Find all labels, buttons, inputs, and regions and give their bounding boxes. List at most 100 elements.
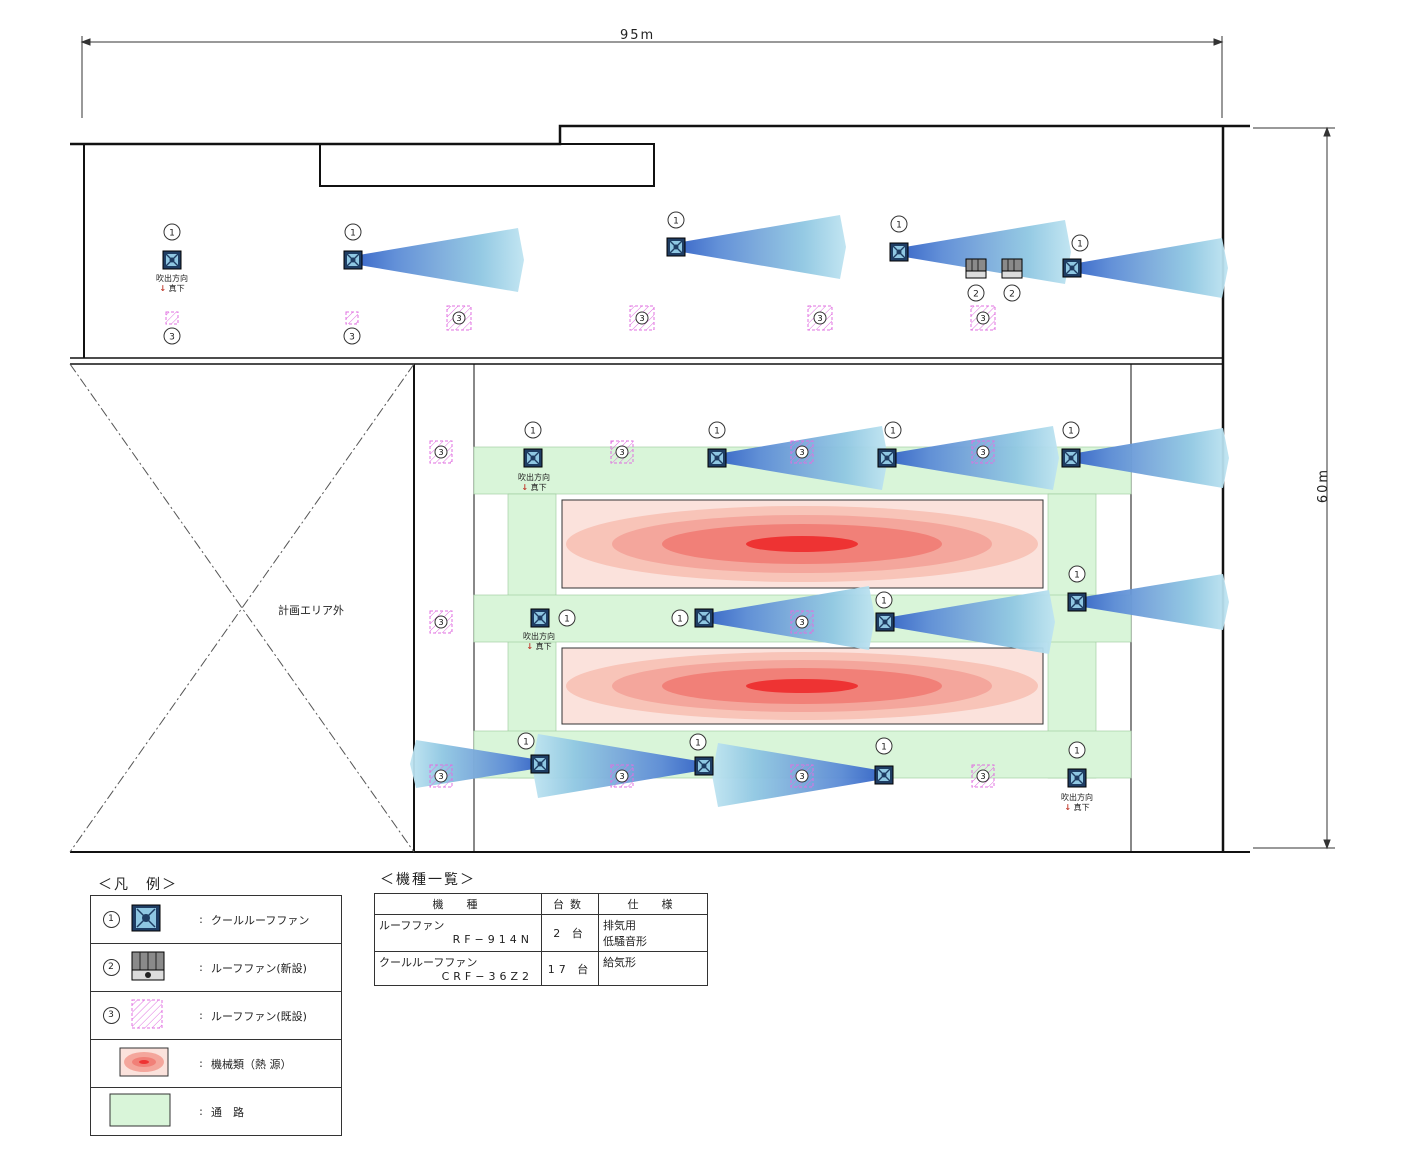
roof-fan-existing: 3 [610,440,634,464]
width-dimension [80,36,1224,118]
blow-direction-note: 吹出方向↓ 真下 [1061,793,1093,812]
svg-text:3: 3 [349,333,355,343]
svg-text:3: 3 [456,314,461,323]
spec-detail: 低騒音形 [603,935,647,948]
roof-fan-existing: 3 [790,764,814,788]
cool-roof-fan [1061,448,1081,468]
fan-number-marker: 1 [344,223,362,241]
svg-text:3: 3 [438,618,443,627]
fan-number-marker: 1 [1068,741,1086,759]
svg-text:3: 3 [438,772,443,781]
spec-detail: 給気形 [603,956,636,969]
spec-header: 台数 [541,893,599,915]
svg-text:1: 1 [881,743,887,753]
svg-text:1: 1 [890,427,896,437]
fan-number-marker: 2 [1003,284,1021,302]
roof-fan-new [1001,258,1023,279]
airflow-cone [885,590,1055,654]
svg-text:3: 3 [817,314,822,323]
fan-number-marker: 1 [875,737,893,755]
svg-text:3: 3 [799,618,804,627]
legend-label: ルーフファン(新設) [211,943,342,992]
svg-text:1: 1 [1074,747,1080,757]
cool-roof-fans: 1 1 1 1 1 1 1 1 1 1 1 1 1 1 1 1 1 [162,211,1089,788]
legend-row: 2 : ルーフファン(新設) [90,943,342,992]
svg-text:1: 1 [1077,240,1083,250]
svg-text:3: 3 [980,772,985,781]
cool-roof-fan [889,242,909,262]
roof-fan-new-icon [131,951,165,981]
cool-roof-fan [694,756,714,776]
svg-text:1: 1 [695,739,701,749]
marker-number: 2 [102,959,120,976]
svg-text:3: 3 [980,314,985,323]
airflow-cone [704,586,875,650]
cool-roof-fan [1067,592,1087,612]
fan-number-marker: 1 [884,421,902,439]
fan-number-marker: 1 [875,591,893,609]
svg-text:1: 1 [714,427,720,437]
passage-icon [109,1093,171,1127]
roof-fan-existing: 3 [429,764,453,788]
svg-text:3: 3 [619,448,624,457]
fan-number-marker: 1 [708,421,726,439]
cool-roof-fan [343,250,363,270]
legend-row: 1 : クールルーフファン [91,896,342,944]
fan-number-marker: 1 [163,223,181,241]
roof-fan-existing: 3 [971,764,995,788]
marker-number: 3 [102,1007,120,1024]
cool-roof-fan [162,250,182,270]
cool-roof-fan [707,448,727,468]
svg-text:3: 3 [639,314,644,323]
roof-fan-existing-icon [131,999,163,1029]
roof-fan-existing: 3 [971,440,995,464]
fan-number-marker: 1 [1071,234,1089,252]
fan-number-marker: 3 [163,327,181,345]
roof-fan-existing: 3 [790,610,814,634]
svg-text:1: 1 [673,217,679,227]
airflow-cone [1071,428,1229,488]
spec-model: RF−914N [452,933,533,946]
cool-roof-fan [666,237,686,257]
fan-number-marker: 1 [671,609,689,627]
heat-source-lower [561,647,1044,725]
spec-type: クールルーフファン [379,956,478,969]
spec-detail: 排気用 [603,919,636,932]
spec-header: 機 種 [374,893,542,915]
svg-text:1: 1 [1068,427,1074,437]
svg-text:3: 3 [169,333,175,343]
legend-row: 3 : ルーフファン(既設) [90,991,342,1040]
roof-fan-existing: 3 [429,440,453,464]
heat-source-icon [119,1047,169,1077]
spec-count: 2 台 [541,914,599,952]
legend-label: クールルーフファン [211,913,310,927]
marker-number: 1 [102,911,120,928]
cool-roof-fan [530,608,550,628]
roof-fan-existing: 3 [790,440,814,464]
heat-source-upper [561,499,1044,589]
svg-text:3: 3 [799,772,804,781]
svg-text:1: 1 [530,427,536,437]
svg-text:3: 3 [799,448,804,457]
fan-number-marker: 1 [689,733,707,751]
fan-number-marker: 1 [667,211,685,229]
cool-roof-fan [694,608,714,628]
legend-label: 機械類（熱 源） [211,1039,342,1088]
svg-text:1: 1 [564,615,570,625]
blow-direction-note: 吹出方向↓ 真下 [523,632,555,651]
fan-number-marker: 1 [890,215,908,233]
legend-label: ルーフファン(既設) [211,991,342,1040]
outside-area-cross [69,363,415,853]
svg-text:1: 1 [1074,571,1080,581]
svg-text:3: 3 [619,772,624,781]
blow-direction-note: 吹出方向↓ 真下 [156,274,188,293]
svg-text:1: 1 [523,738,529,748]
legend-row: : 通 路 [90,1087,342,1136]
legend-label: 通 路 [211,1087,342,1136]
svg-text:1: 1 [881,597,887,607]
fan-number-marker: 1 [517,732,535,750]
svg-text:2: 2 [1009,290,1015,300]
fan-number-marker: 3 [343,327,361,345]
